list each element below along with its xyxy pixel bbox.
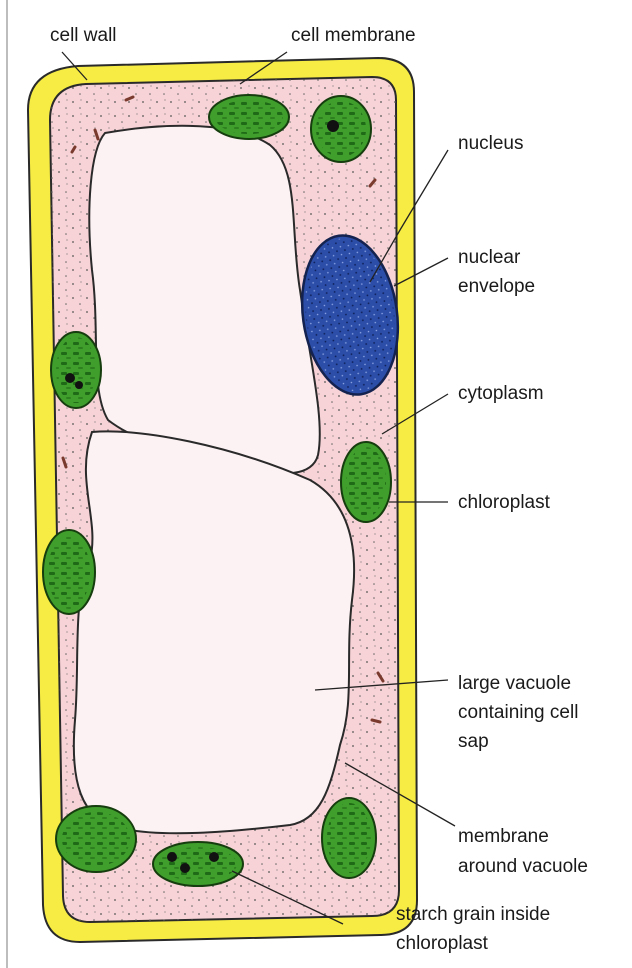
vacuole-upper [89,126,319,474]
chloroplast-top-left [209,95,289,139]
label-membrane-vacuole-line2: around vacuole [458,856,588,877]
label-cytoplasm: cytoplasm [458,383,544,404]
chloroplast-right [341,442,391,522]
label-chloroplast: chloroplast [458,492,551,513]
chloroplast-left-1 [51,332,101,408]
label-starch-grain-line1: starch grain inside [396,904,550,925]
label-nuclear-envelope-line1: nuclear [458,247,521,268]
chloroplast-top-right [311,96,371,162]
label-cell-membrane: cell membrane [291,25,416,46]
chloroplast-bottom-left [56,806,136,872]
label-nucleus: nucleus [458,133,524,154]
label-nuclear-envelope-line2: envelope [458,276,535,297]
vacuole-lower [74,431,354,833]
label-membrane-vacuole-line1: membrane [458,826,549,847]
chloroplast-bottom-right [322,798,376,878]
label-starch-grain-line2: chloroplast [396,933,489,954]
chloroplast-bottom-middle [153,842,243,886]
label-large-vacuole-line1: large vacuole [458,673,571,694]
chloroplast-left-2 [43,530,95,614]
label-large-vacuole-line2: containing cell [458,702,578,723]
label-cell-wall: cell wall [50,25,117,46]
label-large-vacuole-line3: sap [458,731,489,752]
